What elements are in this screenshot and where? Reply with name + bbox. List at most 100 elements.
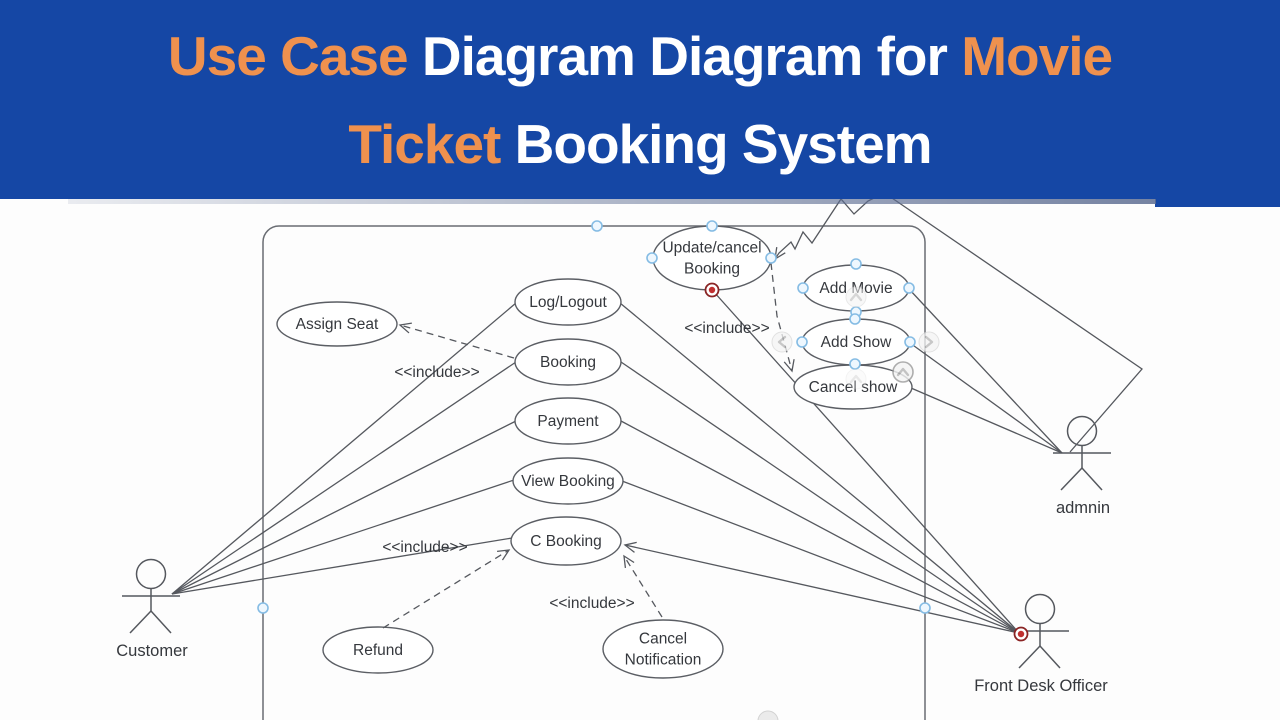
- use-case-label-c-booking: C Booking: [530, 533, 602, 550]
- actor-label-front-desk-officer: Front Desk Officer: [974, 677, 1108, 695]
- use-case-payment[interactable]: Payment: [514, 397, 622, 445]
- use-case-view-booking[interactable]: View Booking: [512, 457, 624, 505]
- bottom-edge-handle[interactable]: [757, 710, 779, 720]
- fdo-to-payment: [620, 420, 1020, 634]
- use-case-ellipse-booking[interactable]: [514, 338, 622, 386]
- use-case-ellipse-view-booking[interactable]: [512, 457, 624, 505]
- cancel-notification-include-c-booking-arrowhead: [623, 554, 635, 568]
- actor-leg-left-front-desk-officer: [1018, 645, 1041, 669]
- use-case-ellipse-payment[interactable]: [514, 397, 622, 445]
- fdo-to-c-booking: [624, 544, 1020, 634]
- title-accent-movie: Movie: [961, 24, 1113, 87]
- nav-up-icon[interactable]: [845, 286, 867, 308]
- include-label-refund: <<include>>: [382, 539, 467, 556]
- selection-handle-1[interactable]: [706, 220, 718, 232]
- actor-leg-right-front-desk-officer: [1039, 645, 1061, 669]
- pin-update-cancel-booking-dot: [708, 286, 716, 294]
- nav-up-circle-icon[interactable]: [892, 361, 914, 383]
- use-case-log-logout[interactable]: Log/Logout: [514, 278, 622, 326]
- admnin-to-add-movie: [908, 288, 1063, 454]
- actor-head-customer: [135, 558, 167, 590]
- booking-include-assign-seat-arrowhead: [398, 322, 412, 334]
- selection-handle-9[interactable]: [796, 336, 808, 348]
- customer-to-payment: [171, 420, 517, 595]
- nav-left-icon[interactable]: [771, 331, 793, 353]
- use-case-label-cancel-show: Cancel show: [809, 379, 899, 396]
- actor-head-admnin: [1066, 415, 1098, 447]
- update-cancel-include-cancel-show-arrowhead: [783, 359, 795, 373]
- use-case-ellipse-c-booking[interactable]: [510, 516, 622, 566]
- actor-leg-left-customer: [129, 610, 152, 634]
- title-plain-diagram-for: Diagram Diagram for: [421, 24, 962, 87]
- use-case-ellipse-log-logout[interactable]: [514, 278, 622, 326]
- selection-handle-0[interactable]: [591, 220, 603, 232]
- nav-up-icon-bg: [845, 286, 867, 308]
- use-case-assign-seat[interactable]: Assign Seat: [276, 301, 398, 347]
- selection-handle-2[interactable]: [646, 252, 658, 264]
- pin-update-cancel-booking[interactable]: [704, 282, 720, 298]
- use-case-label-refund: Refund: [353, 642, 403, 659]
- use-case-ellipse-update-cancel-booking[interactable]: [652, 225, 772, 291]
- nav-right-icon[interactable]: [918, 331, 940, 353]
- use-case-add-show[interactable]: Add Show: [801, 318, 911, 366]
- include-label-cancel-notification: <<include>>: [549, 595, 634, 612]
- use-case-ellipse-refund[interactable]: [322, 626, 434, 674]
- selection-handles: [257, 220, 931, 614]
- nav-left-icon-bg: [771, 331, 793, 353]
- actor-front-desk-officer[interactable]: Front Desk Officer: [974, 593, 1108, 696]
- title-banner: Use Case Diagram Diagram for Movie Ticke…: [0, 0, 1280, 199]
- nav-up-faint-icon-glyph: [849, 374, 863, 384]
- fdo-to-update-cancel: [713, 291, 1020, 634]
- use-case-ellipse-cancel-notification[interactable]: [602, 619, 724, 679]
- selection-handle-3[interactable]: [765, 252, 777, 264]
- selection-handle-12[interactable]: [257, 602, 269, 614]
- use-case-cancel-show[interactable]: Cancel show: [793, 364, 913, 410]
- selection-handle-8[interactable]: [849, 313, 861, 325]
- actor-head-front-desk-officer: [1024, 593, 1056, 625]
- nav-up-faint-icon[interactable]: [845, 368, 867, 390]
- include-label-update-cancel: <<include>>: [684, 320, 769, 337]
- selection-handle-13[interactable]: [919, 602, 931, 614]
- actor-customer[interactable]: Customer: [116, 558, 188, 661]
- fdo-to-view-booking: [621, 480, 1020, 634]
- admnin-to-add-show: [909, 342, 1063, 454]
- pin-front-desk-officer-dot: [1017, 630, 1025, 638]
- actor-label-customer: Customer: [116, 642, 188, 660]
- zigzag-to-update-cancel: [774, 195, 879, 260]
- include-label-assign-seat: <<include>>: [394, 364, 479, 381]
- use-case-c-booking[interactable]: C Booking: [510, 516, 622, 566]
- use-case-label-add-show: Add Show: [821, 334, 892, 351]
- customer-to-view-booking: [171, 479, 515, 595]
- selection-handle-10[interactable]: [904, 336, 916, 348]
- use-case-label-view-booking: View Booking: [521, 473, 615, 490]
- refund-include-c-booking: [382, 549, 510, 629]
- selection-handle-4[interactable]: [850, 258, 862, 270]
- use-case-label-log-logout: Log/Logout: [529, 294, 607, 311]
- selection-handle-5[interactable]: [797, 282, 809, 294]
- actor-admnin[interactable]: admnin: [1053, 415, 1111, 518]
- use-cases: Assign Seat Log/LogoutBookingPaymentView …: [276, 225, 913, 679]
- admnin-to-cancel-show: [910, 387, 1063, 454]
- title-accent-use-case: Use Case: [167, 24, 422, 87]
- fdo-to-booking: [620, 361, 1020, 634]
- title-accent-ticket: Ticket: [348, 112, 515, 175]
- nav-right-icon-glyph: [924, 335, 934, 349]
- nav-up-icon-glyph: [849, 292, 863, 302]
- selection-handle-6[interactable]: [903, 282, 915, 294]
- fdo-to-log-logout: [619, 302, 1020, 634]
- nav-up-circle-icon-glyph: [896, 367, 910, 377]
- use-case-booking[interactable]: Booking: [514, 338, 622, 386]
- selection-handle-11[interactable]: [849, 358, 861, 370]
- use-case-refund[interactable]: Refund: [322, 626, 434, 674]
- actor-leg-left-admnin: [1060, 467, 1083, 491]
- pin-front-desk-officer[interactable]: [1013, 626, 1029, 642]
- booking-include-assign-seat: [399, 324, 515, 359]
- actor-label-admnin: admnin: [1056, 499, 1110, 517]
- use-case-ellipse-assign-seat[interactable]: [276, 301, 398, 347]
- nav-right-icon-bg: [918, 331, 940, 353]
